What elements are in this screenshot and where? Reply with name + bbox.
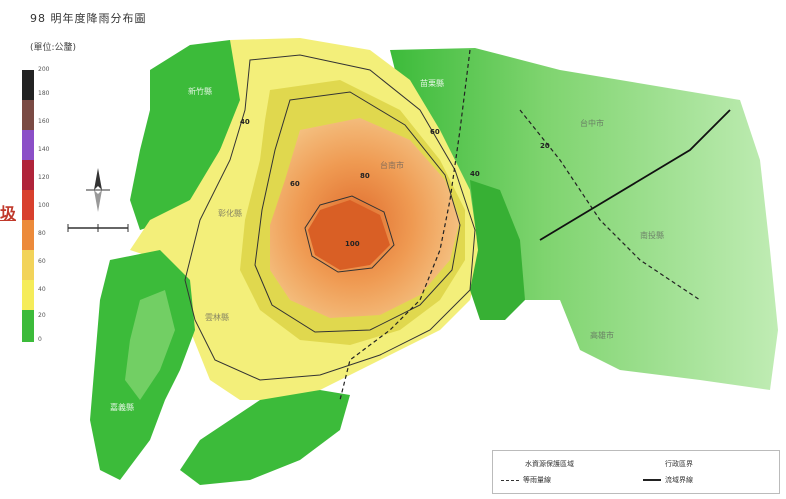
region-label: 新竹縣 (188, 87, 212, 96)
contour-label: 80 (360, 172, 370, 180)
thick-line-icon (643, 479, 661, 481)
map-legend: 水資源保護區域 等雨量線 行政區界 流域界線 (492, 450, 780, 494)
boundary-dashed (339, 49, 701, 401)
region-label: 雲林縣 (205, 313, 229, 322)
legend-tick: 140 (38, 146, 50, 153)
region-label: 高雄市 (590, 331, 614, 340)
map-unit: (單位:公釐) (30, 43, 77, 53)
region-label: 彰化縣 (218, 209, 242, 218)
legend-tick: 180 (38, 90, 50, 97)
region-label: 南投縣 (640, 231, 664, 240)
legend-colorbar (22, 70, 34, 342)
contour-label: 20 (540, 142, 550, 150)
region-east (390, 48, 778, 390)
legend-item-isohyet: 等雨量線 (501, 475, 551, 485)
legend-tick: 40 (38, 286, 46, 293)
compass-icon (86, 168, 110, 212)
legend-tick: 160 (38, 118, 50, 125)
legend-item-label: 行政區界 (665, 460, 693, 468)
legend-tick: 200 (38, 66, 50, 73)
legend-item-protection: 水資源保護區域 (525, 459, 574, 469)
region-east-band (470, 180, 525, 320)
legend-tick: 0 (38, 336, 42, 343)
region-label: 台南市 (380, 161, 404, 170)
region-label: 嘉義縣 (110, 403, 134, 412)
region-label: 台中市 (580, 119, 604, 128)
legend-item-label: 水資源保護區域 (525, 460, 574, 468)
legend-tick: 20 (38, 312, 46, 319)
legend-item-admin: 行政區界 (665, 459, 693, 469)
side-text: 圾 (0, 204, 17, 223)
legend-tick: 100 (38, 202, 50, 209)
dash-line-icon (501, 479, 519, 481)
scale-bar (67, 224, 129, 232)
legend-item-label: 等雨量線 (523, 476, 551, 484)
region-label: 苗栗縣 (420, 79, 444, 88)
contour-label: 100 (345, 240, 360, 248)
contour-lines (184, 54, 476, 381)
legend-tick: 60 (38, 258, 46, 265)
legend-tick: 80 (38, 230, 46, 237)
region-core-peak (308, 200, 390, 270)
legend-item-label: 流域界線 (665, 476, 693, 484)
region-northwest (130, 40, 245, 230)
legend-tick: 120 (38, 174, 50, 181)
contour-label: 60 (290, 180, 300, 188)
legend-item-basin: 流域界線 (643, 475, 693, 485)
contour-label: 40 (240, 118, 250, 126)
river-line (539, 109, 731, 241)
contour-label: 40 (470, 170, 480, 178)
contour-label: 60 (430, 128, 440, 136)
map-title: 98 明年度降雨分布圖 (30, 12, 147, 25)
region-south (180, 390, 350, 485)
